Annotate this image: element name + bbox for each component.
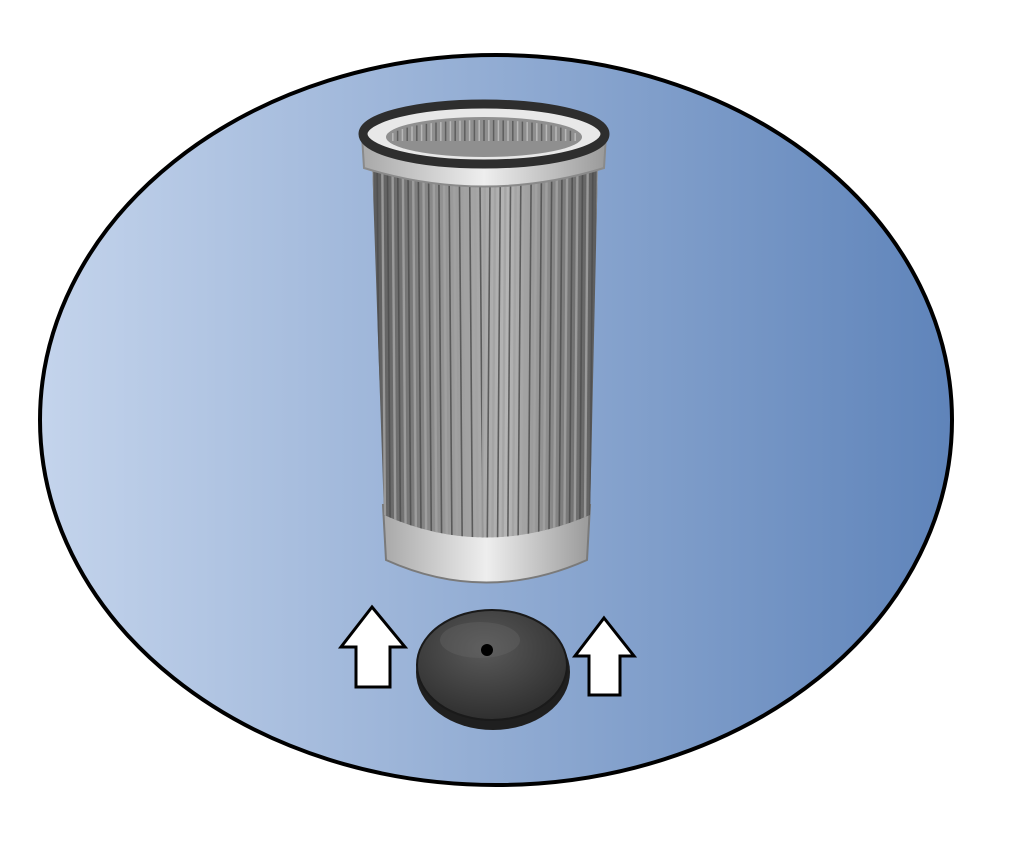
filter-pleat: [568, 164, 574, 538]
filter-pleat: [573, 164, 579, 538]
filter-pleat: [463, 164, 469, 538]
arrow-up-icon: [337, 604, 409, 689]
filter-pleats: [372, 164, 598, 538]
filter-pleat: [578, 164, 584, 538]
filter-pleat: [537, 164, 543, 538]
filter-pleat: [527, 164, 533, 538]
filter-pleat: [583, 164, 589, 538]
filter-pleat: [381, 164, 387, 538]
filter-pleat: [452, 164, 459, 538]
filter-pleat: [491, 164, 497, 538]
filter-pleat: [407, 164, 412, 538]
filter-pleat: [562, 164, 569, 538]
end-cap: [416, 609, 570, 730]
filter-pleat: [396, 164, 402, 538]
filter-pleat: [473, 164, 479, 538]
filter-pleat: [486, 164, 491, 538]
filter-pleat: [496, 164, 502, 538]
filter-pleat: [417, 164, 423, 538]
filter-pleat: [547, 164, 553, 538]
filter-pleat: [411, 164, 418, 538]
filter-pleat: [589, 164, 594, 538]
end-cap-center-hole: [481, 644, 493, 656]
filter-inner-pleats: [392, 120, 576, 141]
filter-pleat: [558, 164, 563, 538]
filter-pleat: [401, 164, 408, 538]
filter-pleat: [448, 164, 453, 538]
filter-pleat: [532, 164, 538, 538]
filter-pleat: [391, 164, 397, 538]
filter-pleat: [432, 164, 438, 538]
filter-pleat: [386, 164, 392, 538]
filter-pleat: [552, 164, 559, 538]
filter-pleat: [480, 164, 487, 538]
filter-pleat: [458, 164, 464, 538]
filter-pleat: [442, 164, 449, 538]
filter-pleat: [437, 164, 443, 538]
filter-pleat: [501, 164, 507, 538]
filter-pleat: [422, 164, 428, 538]
filter-pleat: [511, 164, 518, 538]
filter-pleat: [517, 164, 522, 538]
filter-pleat: [468, 164, 474, 538]
filter-pleat: [521, 164, 528, 538]
arrow-up-icon: [571, 615, 638, 697]
filter-pleat: [506, 164, 512, 538]
filter-pleat: [427, 164, 433, 538]
end-cap-disc: [416, 609, 568, 721]
filter-pleat: [542, 164, 548, 538]
filter-cartridge: [358, 99, 610, 584]
